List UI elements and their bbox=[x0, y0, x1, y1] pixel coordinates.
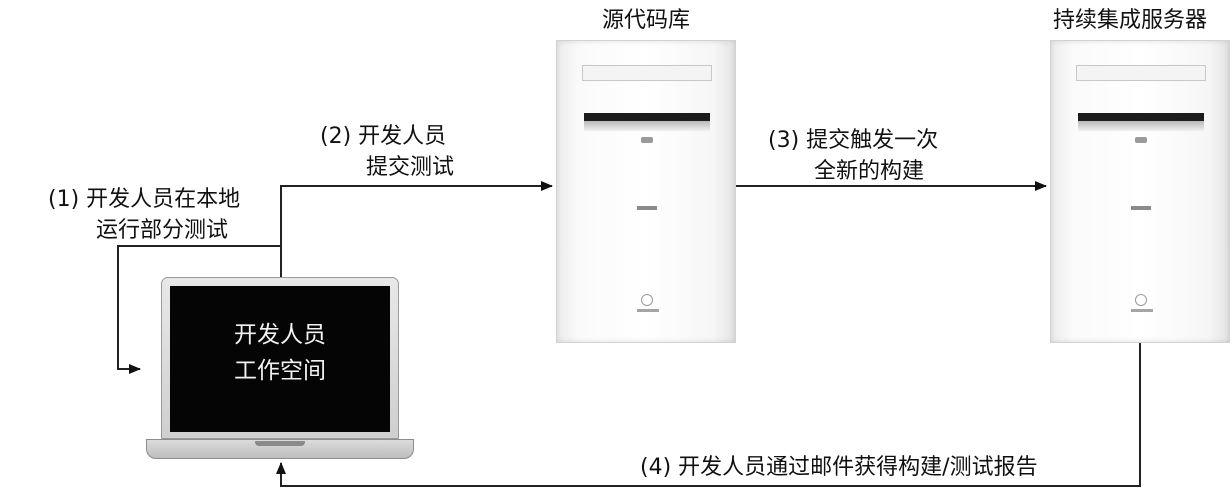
optical-drive bbox=[1078, 113, 1204, 121]
step3-line2: 全新的构建 bbox=[814, 159, 925, 184]
step1-line1: (1) 开发人员在本地 bbox=[48, 187, 241, 212]
drive-tray bbox=[1078, 121, 1204, 131]
laptop-screen bbox=[170, 286, 390, 432]
drive-slot bbox=[1076, 65, 1206, 81]
optical-drive bbox=[584, 113, 710, 121]
power-button-icon bbox=[641, 294, 653, 306]
step3-line1: (3) 提交触发一次 bbox=[768, 128, 939, 153]
drive-slot bbox=[582, 65, 712, 81]
model-plate bbox=[637, 309, 659, 312]
brand-logo-icon bbox=[1135, 137, 1147, 143]
arrow-commit bbox=[280, 181, 553, 277]
ci-server-title: 持续集成服务器 bbox=[1052, 8, 1207, 33]
arrow-local-tests bbox=[117, 245, 281, 374]
step2-line2: 提交测试 bbox=[366, 155, 455, 180]
repo-title: 源代码库 bbox=[601, 8, 690, 33]
model-badge bbox=[1131, 206, 1151, 210]
workspace-label-line2: 工作空间 bbox=[234, 358, 326, 384]
repo-server-tower bbox=[556, 40, 736, 343]
power-button-icon bbox=[1135, 294, 1147, 306]
step1-line2: 运行部分测试 bbox=[96, 218, 229, 243]
step2-line1: (2) 开发人员 bbox=[320, 124, 447, 149]
ci-server-tower bbox=[1050, 40, 1230, 343]
model-badge bbox=[637, 206, 657, 210]
arrow-email-report bbox=[276, 343, 1141, 487]
step4-label: (4) 开发人员通过邮件获得构建/测试报告 bbox=[640, 455, 1038, 480]
brand-logo-icon bbox=[641, 137, 653, 143]
laptop-base bbox=[146, 439, 414, 459]
laptop-notch bbox=[255, 441, 305, 446]
drive-tray bbox=[584, 121, 710, 131]
model-plate bbox=[1131, 309, 1153, 312]
workspace-label-line1: 开发人员 bbox=[234, 322, 326, 348]
